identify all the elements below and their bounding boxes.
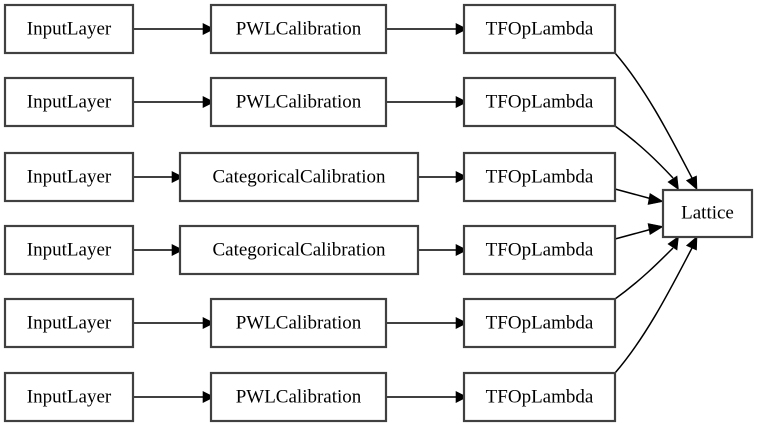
node-label: TFOpLambda — [486, 91, 594, 112]
edge-lambda3-lattice — [614, 188, 664, 205]
edge-calib1-lambda1 — [386, 23, 468, 35]
node-label: InputLayer — [27, 239, 112, 260]
node-tfoplambda-3[interactable]: TFOpLambda — [462, 151, 617, 203]
edge-calib5-lambda5 — [386, 317, 468, 329]
node-input-3[interactable]: InputLayer — [3, 151, 135, 203]
edge-lambda6-lattice — [614, 235, 698, 374]
node-pwl-calibration-3[interactable]: PWLCalibration — [209, 297, 388, 349]
node-pwl-calibration-4[interactable]: PWLCalibration — [209, 371, 388, 423]
node-label: InputLayer — [27, 386, 112, 407]
node-categorical-calibration-2[interactable]: CategoricalCalibration — [178, 224, 420, 276]
edge-calib3-lambda3 — [418, 171, 468, 183]
node-label: PWLCalibration — [236, 312, 362, 333]
node-pwl-calibration-1[interactable]: PWLCalibration — [209, 3, 388, 55]
node-input-4[interactable]: InputLayer — [3, 224, 135, 276]
node-input-2[interactable]: InputLayer — [3, 76, 135, 128]
node-label: CategoricalCalibration — [212, 166, 386, 187]
node-tfoplambda-4[interactable]: TFOpLambda — [462, 224, 617, 276]
node-label: Lattice — [681, 202, 734, 223]
edge-calib6-lambda6 — [386, 391, 468, 403]
node-label: TFOpLambda — [486, 386, 594, 407]
node-label: TFOpLambda — [486, 18, 594, 39]
edge-input1-calib1 — [133, 23, 215, 35]
edge-input5-calib5 — [133, 317, 215, 329]
node-label: TFOpLambda — [486, 239, 594, 260]
node-pwl-calibration-2[interactable]: PWLCalibration — [209, 76, 388, 128]
node-lattice[interactable]: Lattice — [661, 188, 754, 239]
edge-calib2-lambda2 — [386, 96, 468, 108]
node-label: PWLCalibration — [236, 386, 362, 407]
node-tfoplambda-6[interactable]: TFOpLambda — [462, 371, 617, 423]
node-label: InputLayer — [27, 312, 112, 333]
node-categorical-calibration-1[interactable]: CategoricalCalibration — [178, 151, 420, 203]
node-label: CategoricalCalibration — [212, 239, 386, 260]
node-label: TFOpLambda — [486, 312, 594, 333]
node-label: InputLayer — [27, 166, 112, 187]
edge-lambda5-lattice — [614, 235, 679, 300]
node-tfoplambda-5[interactable]: TFOpLambda — [462, 297, 617, 349]
node-label: InputLayer — [27, 91, 112, 112]
node-input-1[interactable]: InputLayer — [3, 3, 135, 55]
edge-lambda4-lattice — [614, 223, 664, 240]
edge-input4-calib4 — [133, 244, 184, 256]
node-label: PWLCalibration — [236, 18, 362, 39]
edge-lambda2-lattice — [614, 125, 679, 191]
node-label: PWLCalibration — [236, 91, 362, 112]
edge-input2-calib2 — [133, 96, 215, 108]
node-tfoplambda-1[interactable]: TFOpLambda — [462, 3, 617, 55]
node-label: InputLayer — [27, 18, 112, 39]
node-input-5[interactable]: InputLayer — [3, 297, 135, 349]
node-label: TFOpLambda — [486, 166, 594, 187]
node-input-6[interactable]: InputLayer — [3, 371, 135, 423]
node-tfoplambda-2[interactable]: TFOpLambda — [462, 76, 617, 128]
edge-input3-calib3 — [133, 171, 184, 183]
edge-calib4-lambda4 — [418, 244, 468, 256]
edge-lambda1-lattice — [614, 52, 698, 191]
edge-input6-calib6 — [133, 391, 215, 403]
